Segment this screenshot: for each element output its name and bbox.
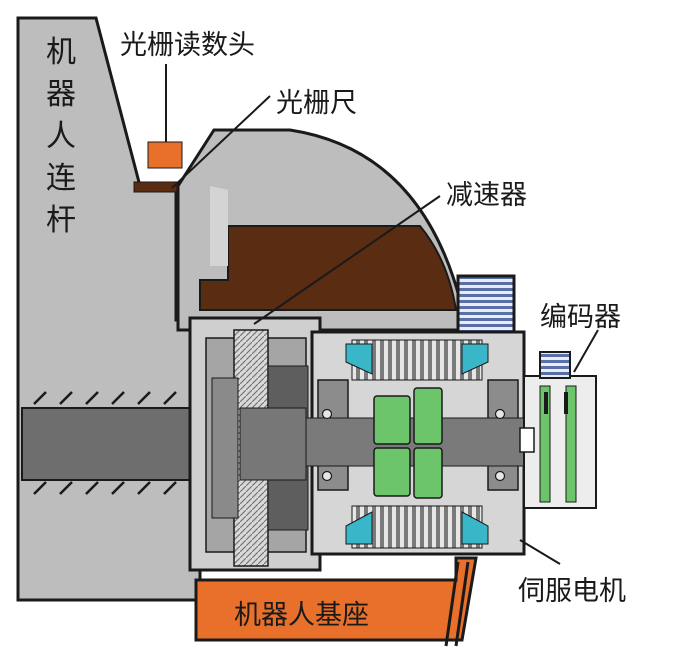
robot-link-char-5: 杆 <box>46 203 76 238</box>
leader-encoder <box>573 329 599 373</box>
winding-top-right <box>461 343 489 375</box>
coil-4 <box>413 447 443 499</box>
robot-link-label: 机 器 人 连 杆 <box>46 35 76 238</box>
encoder-sensor-left <box>544 392 548 414</box>
robot-link-char-3: 人 <box>46 119 76 154</box>
grating-scale-label: 光栅尺 <box>276 88 357 119</box>
housing-inner-brown <box>199 225 458 311</box>
base-cable <box>444 561 470 647</box>
link-hatch-marks <box>33 391 177 495</box>
robot-link-char-1: 机 <box>46 35 76 70</box>
encoder-disc-left <box>539 385 551 503</box>
winding-top-left <box>345 343 373 375</box>
encoder-sensor-right <box>564 392 568 414</box>
coil-3 <box>373 447 411 497</box>
encoder-disc-right <box>565 385 577 503</box>
stator-fins-bottom <box>351 505 483 549</box>
reducer-core <box>239 407 307 481</box>
coil-2 <box>413 387 443 445</box>
leader-lines <box>165 64 599 565</box>
encoder-label: 编码器 <box>540 302 621 333</box>
motor-top-connector <box>456 274 516 334</box>
leader-reducer <box>253 195 441 325</box>
winding-bottom-right <box>461 511 489 545</box>
robot-link-char-2: 器 <box>46 77 76 112</box>
leader-servo-motor <box>519 539 561 565</box>
motor-bolts <box>321 408 506 482</box>
reducer-gear-left <box>211 377 239 519</box>
encoder-housing <box>523 375 597 509</box>
housing-inner-notch <box>210 186 228 266</box>
reducer-label: 减速器 <box>446 180 527 211</box>
encoder-shaft <box>519 427 535 453</box>
winding-bottom-left <box>345 511 373 545</box>
robot-link-char-4: 连 <box>46 161 76 196</box>
stator-fins-top <box>351 339 483 381</box>
leader-grating-scale <box>171 95 271 189</box>
robot-base-label: 机器人基座 <box>234 600 369 631</box>
servo-motor-label: 伺服电机 <box>518 576 626 607</box>
grating-reader-label: 光栅读数头 <box>120 30 255 61</box>
coil-1 <box>373 395 411 445</box>
encoder-cap <box>539 351 571 379</box>
grating-reader-head <box>147 141 183 169</box>
